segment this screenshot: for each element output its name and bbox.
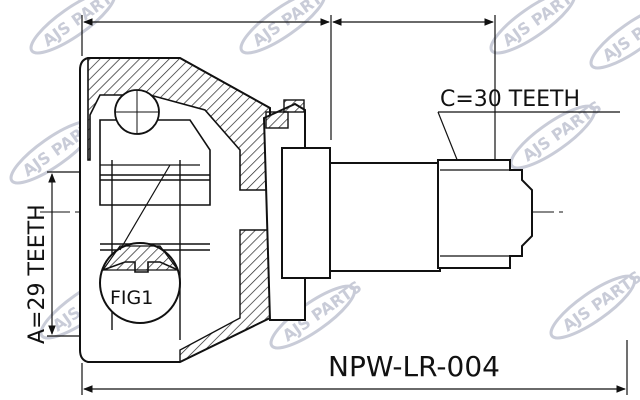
svg-text:AJS PARTS: AJS PARTS (559, 267, 640, 335)
inner-cage (99, 119, 211, 206)
watermark-logo: AJS PARTS (489, 0, 585, 55)
outer-spline (437, 159, 533, 269)
svg-text:AJS PARTS: AJS PARTS (599, 0, 640, 65)
stub-shaft (329, 162, 441, 272)
watermark-logo: AJS PARTS (549, 267, 640, 340)
shaft-neck (281, 147, 331, 279)
watermark-logo: AJS PARTS (589, 0, 640, 70)
spline-c-label: C=30 TEETH (440, 87, 580, 112)
svg-text:AJS PARTS: AJS PARTS (249, 0, 335, 50)
spline-a-label: A=29 TEETH (25, 204, 50, 344)
fig1-label: FIG1 (110, 287, 153, 309)
watermark-logo: AJS PARTS (29, 0, 125, 55)
part-number: NPW-LR-004 (328, 350, 500, 383)
svg-text:AJS PARTS: AJS PARTS (499, 0, 585, 50)
watermark-logo: AJS PARTS (239, 0, 335, 55)
fig1-leader (119, 164, 171, 251)
